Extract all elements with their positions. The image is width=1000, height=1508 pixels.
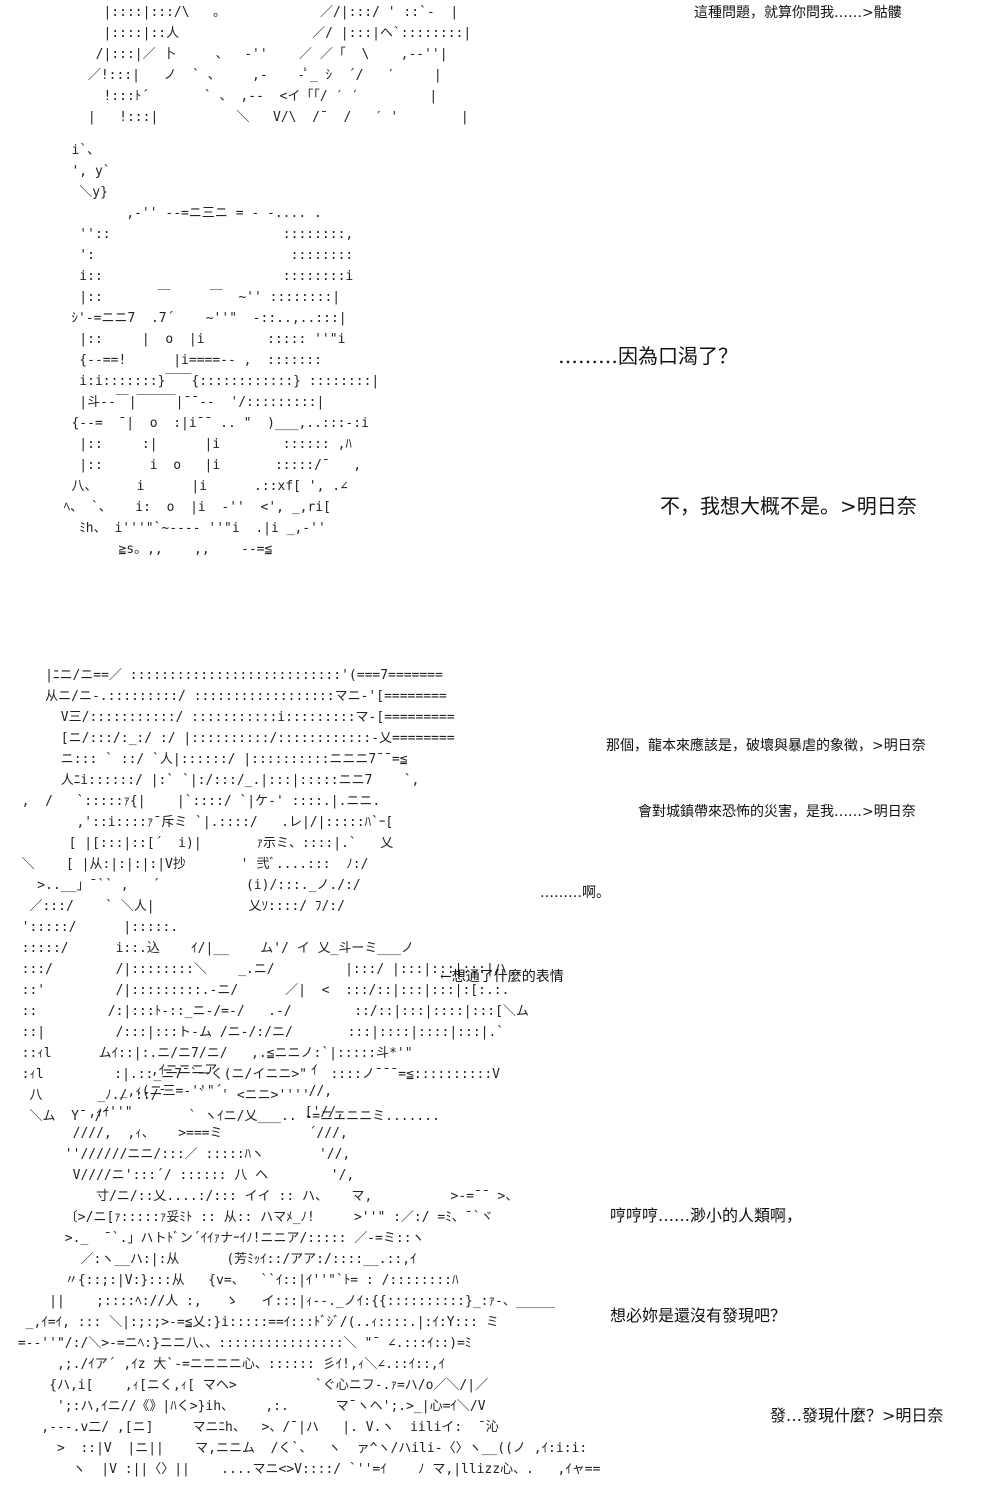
dialogue-line-dragon: 那個，龍本來應該是，破壞與暴虐的象徵，>明日奈 bbox=[606, 738, 926, 754]
dialogue-line-ah: ………啊。 bbox=[540, 885, 610, 901]
dialogue-line-what: 發…發現什麼？>明日奈 bbox=[770, 1406, 944, 1425]
dialogue-line-disaster: 會對城鎮帶來恐怖的災害，是我……>明日奈 bbox=[638, 804, 916, 820]
ascii-art-asuna: |ﾆニ/ニ==／ :::::::::::::::::::::::::::'(==… bbox=[21, 668, 529, 1124]
dialogue-skeleton-line: 這種問題，就算你問我……>骷髏 bbox=[694, 5, 902, 21]
ascii-art-cabinet: i`、 ', y` ＼y} ,-'' --=ニ三ニ = - -.... . ''… bbox=[63, 143, 380, 557]
annotation-expression: ←想通了什麼的表情 bbox=[440, 969, 564, 985]
ascii-art-skeleton: |::::|:::/\ 。 ／/|:::/ ' ::`- | |::::|::人… bbox=[87, 5, 472, 125]
dialogue-line-not-noticed: 想必妳是還沒有發現吧？ bbox=[610, 1306, 787, 1325]
ascii-art-dragon: ,ｲニニニア ｲ _,ｨ(ニ三=-''"´ //, ,ｨｲ''" ['//, /… bbox=[17, 1063, 601, 1477]
dialogue-line-asuna-not: 不，我想大概不是。>明日奈 bbox=[660, 494, 917, 518]
dialogue-line-thirsty: ………因為口渴了？ bbox=[558, 344, 738, 368]
dialogue-line-humans: 哼哼哼……渺小的人類啊， bbox=[610, 1206, 803, 1225]
